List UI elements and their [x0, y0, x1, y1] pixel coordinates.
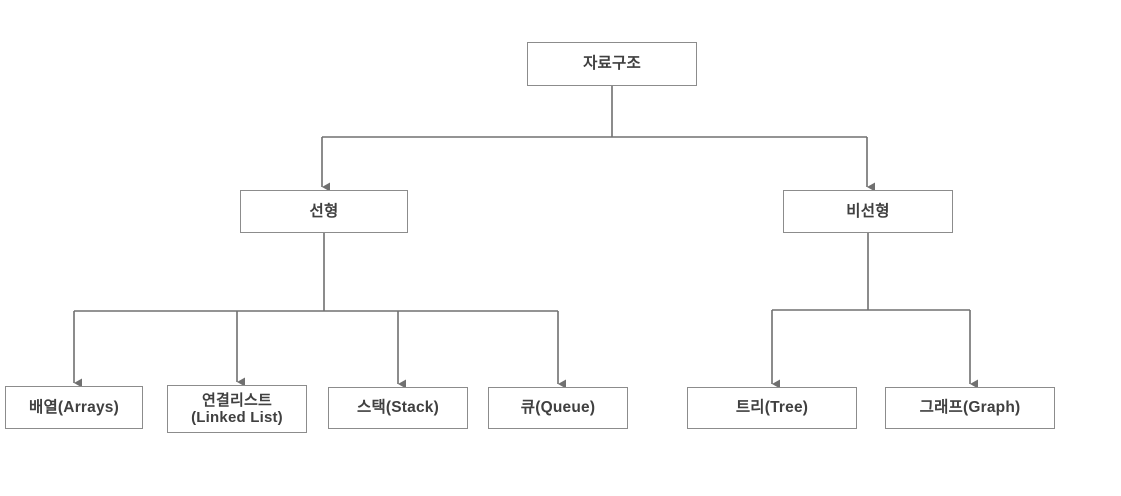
node-arrays: 배열(Arrays)	[5, 386, 143, 429]
node-queue: 큐(Queue)	[488, 387, 628, 429]
node-queue-label: 큐(Queue)	[520, 399, 596, 417]
node-linear: 선형	[240, 190, 408, 233]
node-nonlinear-label: 비선형	[846, 202, 890, 220]
node-linear-label: 선형	[309, 202, 339, 220]
node-graph: 그래프(Graph)	[885, 387, 1055, 429]
node-graph-label: 그래프(Graph)	[919, 399, 1021, 417]
node-tree-label: 트리(Tree)	[735, 399, 809, 417]
node-linked-list-label: 연결리스트 (Linked List)	[191, 391, 283, 426]
node-arrays-label: 배열(Arrays)	[29, 398, 119, 416]
node-tree: 트리(Tree)	[687, 387, 857, 429]
node-stack: 스택(Stack)	[328, 387, 468, 429]
node-stack-label: 스택(Stack)	[356, 399, 439, 417]
node-data-structure-label: 자료구조	[583, 55, 641, 73]
node-linked-list: 연결리스트 (Linked List)	[167, 385, 307, 433]
node-data-structure: 자료구조	[527, 42, 697, 86]
node-nonlinear: 비선형	[783, 190, 953, 233]
